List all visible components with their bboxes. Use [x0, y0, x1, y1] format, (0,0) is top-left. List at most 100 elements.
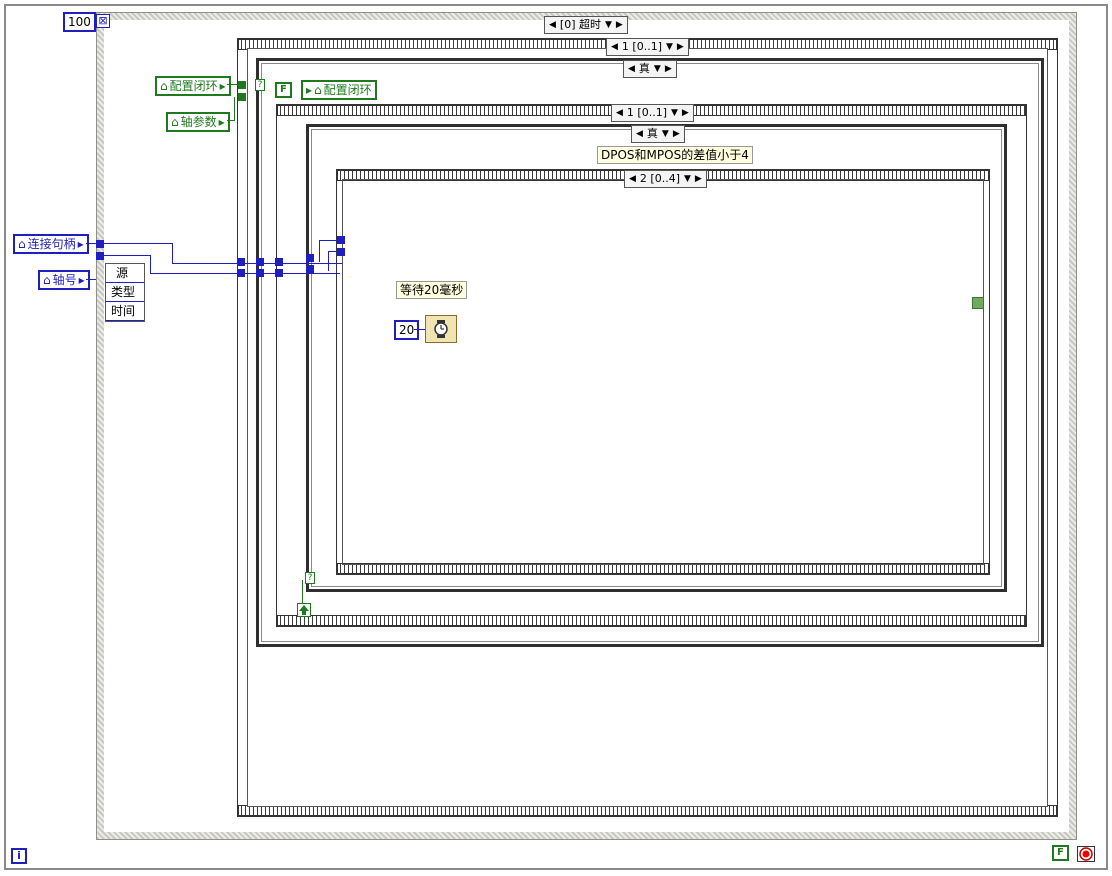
increment-icon[interactable]: ▶: [664, 64, 672, 74]
arrow-right-icon: ▸: [78, 273, 85, 287]
config-closed-loop-label: 配置闭环: [169, 79, 218, 93]
chevron-down-icon[interactable]: ▼: [653, 64, 661, 74]
axis-wire-4: [328, 251, 329, 271]
handle-wire-in: [86, 243, 96, 244]
handle-wire-2: [172, 243, 173, 263]
outer-case-selector[interactable]: ◀ 真 ▼ ▶: [623, 60, 677, 78]
handle-tunnel-6[interactable]: [337, 236, 345, 244]
connection-handle-node[interactable]: ⌂ 连接句柄 ▸: [13, 234, 89, 254]
wait-comment: 等待20毫秒: [396, 281, 468, 299]
decrement-icon[interactable]: ◀: [616, 108, 623, 118]
decrement-icon[interactable]: ◀: [549, 20, 556, 30]
innermost-sequence[interactable]: [336, 169, 990, 575]
outer-sequence-label: 1 [0..1]: [621, 40, 662, 53]
inner-case-comment: DPOS和MPOS的差值小于4: [597, 146, 753, 164]
home-icon: ⌂: [18, 237, 26, 251]
chevron-down-icon[interactable]: ▼: [684, 174, 691, 184]
wait-ms-node[interactable]: [425, 315, 457, 343]
home-icon: ⌂: [171, 115, 179, 129]
event-data-item-type[interactable]: 类型: [106, 283, 144, 302]
wait-wire: [414, 329, 425, 330]
axis-params-label: 轴参数: [180, 115, 217, 129]
axis-tunnel-4[interactable]: [275, 269, 283, 277]
innermost-sequence-selector[interactable]: ◀ 2 [0..4] ▼ ▶: [624, 170, 707, 188]
event-data-item-source[interactable]: 源: [106, 264, 144, 283]
inner-case-selector[interactable]: ◀ 真 ▼ ▶: [631, 125, 685, 143]
arrow-up-icon: [299, 605, 309, 615]
stop-false-constant[interactable]: F: [1052, 845, 1069, 861]
event-data-node[interactable]: 源 类型 时间: [105, 263, 145, 322]
inner-sequence-label: 1 [0..1]: [626, 106, 667, 119]
axis-wire-3: [150, 273, 340, 274]
axis-number-node[interactable]: ⌂ 轴号 ▸: [38, 270, 90, 290]
increment-icon[interactable]: ▶: [615, 20, 623, 30]
increment-icon[interactable]: ▶: [676, 42, 684, 52]
axis-tunnel-5[interactable]: [306, 265, 314, 273]
axis-number-label: 轴号: [52, 273, 77, 287]
axis-wire-in: [86, 279, 96, 280]
handle-tunnel[interactable]: [96, 240, 104, 248]
iteration-terminal[interactable]: i: [11, 848, 27, 864]
chevron-down-icon[interactable]: ▼: [666, 42, 673, 52]
axis-params-wire: [227, 120, 235, 121]
decrement-icon[interactable]: ◀: [628, 64, 635, 74]
arrow-right-icon: ▸: [77, 237, 84, 251]
event-selector[interactable]: ◀ [0] 超时 ▼ ▶: [544, 16, 628, 34]
wait-constant[interactable]: 20: [394, 320, 420, 340]
axis-wire-5: [328, 251, 338, 252]
axis-tunnel[interactable]: [96, 252, 104, 260]
stop-icon: [1079, 847, 1093, 861]
decrement-icon[interactable]: ◀: [629, 174, 636, 184]
home-icon: ⌂: [314, 83, 322, 97]
inner-seq-bottom-strip: [277, 615, 1026, 626]
arrow-right-icon: ▸: [219, 79, 226, 93]
handle-tunnel-5[interactable]: [306, 254, 314, 262]
connection-handle-label: 连接句柄: [27, 237, 76, 251]
config-closed-loop-out-node[interactable]: ▸ ⌂ 配置闭环: [301, 80, 377, 100]
increment-icon[interactable]: ▶: [672, 129, 680, 139]
output-tunnel[interactable]: [972, 297, 984, 309]
innermost-bottom-strip: [337, 563, 989, 574]
home-icon: ⌂: [43, 273, 51, 287]
handle-wire-4: [319, 240, 320, 262]
handle-tunnel-3[interactable]: [256, 258, 264, 266]
increment-icon[interactable]: ▶: [681, 108, 689, 118]
outer-sequence-selector[interactable]: ◀ 1 [0..1] ▼ ▶: [606, 38, 689, 56]
axis-params-node[interactable]: ⌂ 轴参数 ▸: [166, 112, 230, 132]
event-data-item-time[interactable]: 时间: [106, 302, 144, 321]
axis-tunnel-6[interactable]: [337, 248, 345, 256]
config-closed-loop-node[interactable]: ⌂ 配置闭环 ▸: [155, 76, 231, 96]
handle-wire-5: [319, 240, 337, 241]
handle-tunnel-4[interactable]: [275, 258, 283, 266]
increment-icon[interactable]: ▶: [694, 174, 702, 184]
chevron-down-icon[interactable]: ▼: [605, 20, 612, 30]
inner-bool-wire: [302, 580, 303, 603]
question-terminal[interactable]: ?: [255, 79, 265, 91]
decrement-icon[interactable]: ◀: [611, 42, 618, 52]
axis-tunnel-2[interactable]: [237, 269, 245, 277]
axis-tunnel-3[interactable]: [256, 269, 264, 277]
axis-params-tunnel[interactable]: [238, 93, 246, 101]
shift-register-terminal[interactable]: [297, 603, 311, 617]
event-selector-label: [0] 超时: [559, 18, 601, 31]
handle-wire-1: [104, 243, 172, 244]
decrement-icon[interactable]: ◀: [636, 129, 643, 139]
config-wire: [227, 84, 239, 85]
chevron-down-icon[interactable]: ▼: [661, 129, 669, 139]
axis-wire-1: [104, 255, 150, 256]
timeout-constant[interactable]: 100: [63, 12, 96, 32]
outer-case-label: 真: [638, 62, 650, 75]
false-constant[interactable]: F: [275, 82, 292, 98]
axis-wire-2: [150, 255, 151, 273]
arrow-right-icon: ▸: [218, 115, 225, 129]
timeout-terminal[interactable]: ⊠: [96, 14, 110, 28]
home-icon: ⌂: [160, 79, 168, 93]
stop-terminal[interactable]: [1077, 846, 1095, 862]
config-tunnel[interactable]: [238, 81, 246, 89]
inner-question-terminal[interactable]: ?: [305, 572, 315, 584]
config-closed-loop-out-label: 配置闭环: [323, 83, 372, 97]
inner-sequence-selector[interactable]: ◀ 1 [0..1] ▼ ▶: [611, 104, 694, 122]
arrow-right-icon: ▸: [306, 83, 313, 97]
handle-tunnel-2[interactable]: [237, 258, 245, 266]
chevron-down-icon[interactable]: ▼: [671, 108, 678, 118]
